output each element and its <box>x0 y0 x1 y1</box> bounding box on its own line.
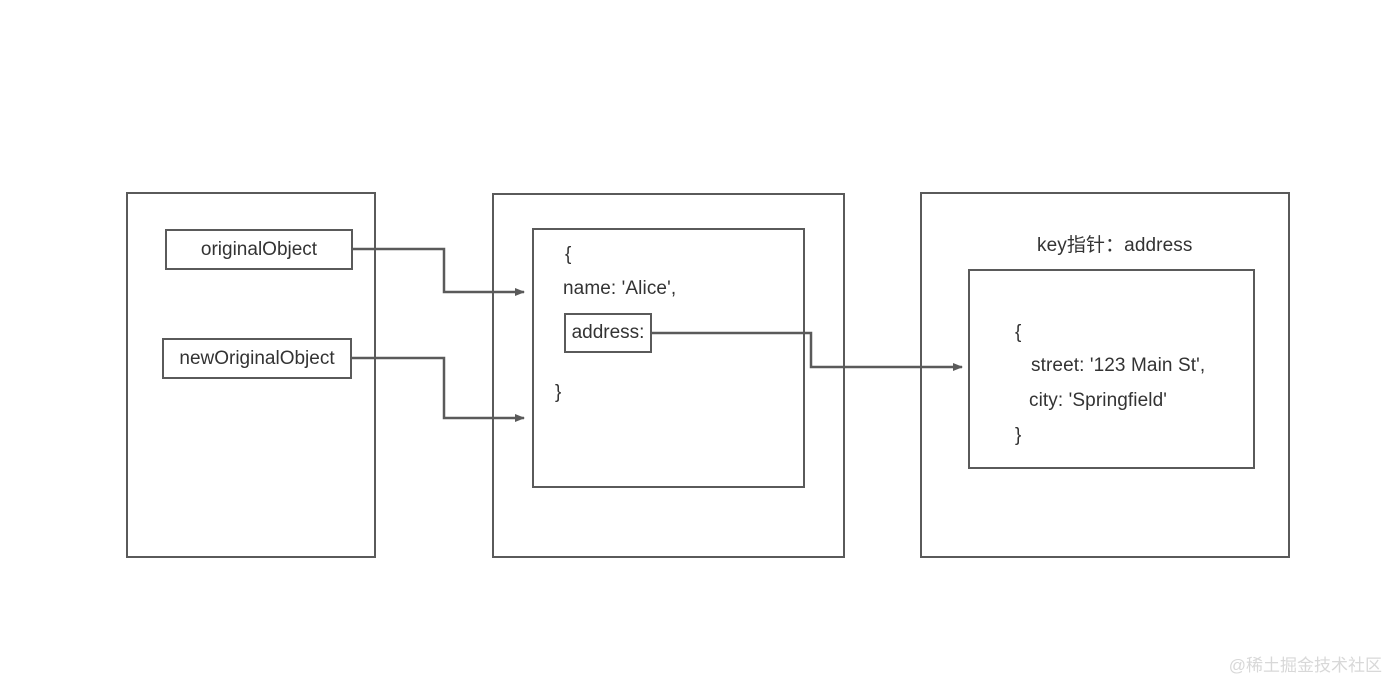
scope-container <box>126 192 376 558</box>
object-property-name: name: 'Alice', <box>563 278 677 299</box>
object-key-box-address[interactable]: address: <box>564 313 652 353</box>
object-open-brace: { <box>565 244 572 265</box>
connector-address-to-address-object <box>652 331 963 371</box>
variable-label-neworiginalobject: newOriginalObject <box>179 347 335 369</box>
variable-box-neworiginalobject[interactable]: newOriginalObject <box>162 338 352 379</box>
address-open-brace: { <box>1015 322 1022 343</box>
address-object-box <box>968 269 1255 469</box>
address-property-street: street: '123 Main St', <box>1031 355 1206 376</box>
address-heading: key指针：address <box>1037 235 1193 256</box>
address-container <box>920 192 1290 558</box>
variable-label-originalobject: originalObject <box>200 238 318 260</box>
address-property-city: city: 'Springfield' <box>1029 390 1167 411</box>
address-close-brace: } <box>1015 425 1022 446</box>
heap-container <box>492 193 845 558</box>
object-literal-box <box>532 228 805 488</box>
connector-originalobject-to-object <box>353 247 525 296</box>
variable-box-originalobject[interactable]: originalObject <box>165 229 353 270</box>
connector-neworiginalobject-to-object <box>352 356 525 422</box>
object-close-brace: } <box>555 382 562 403</box>
object-key-label-address: address: <box>571 322 645 343</box>
watermark: @稀土掘金技术社区 <box>1228 656 1382 675</box>
